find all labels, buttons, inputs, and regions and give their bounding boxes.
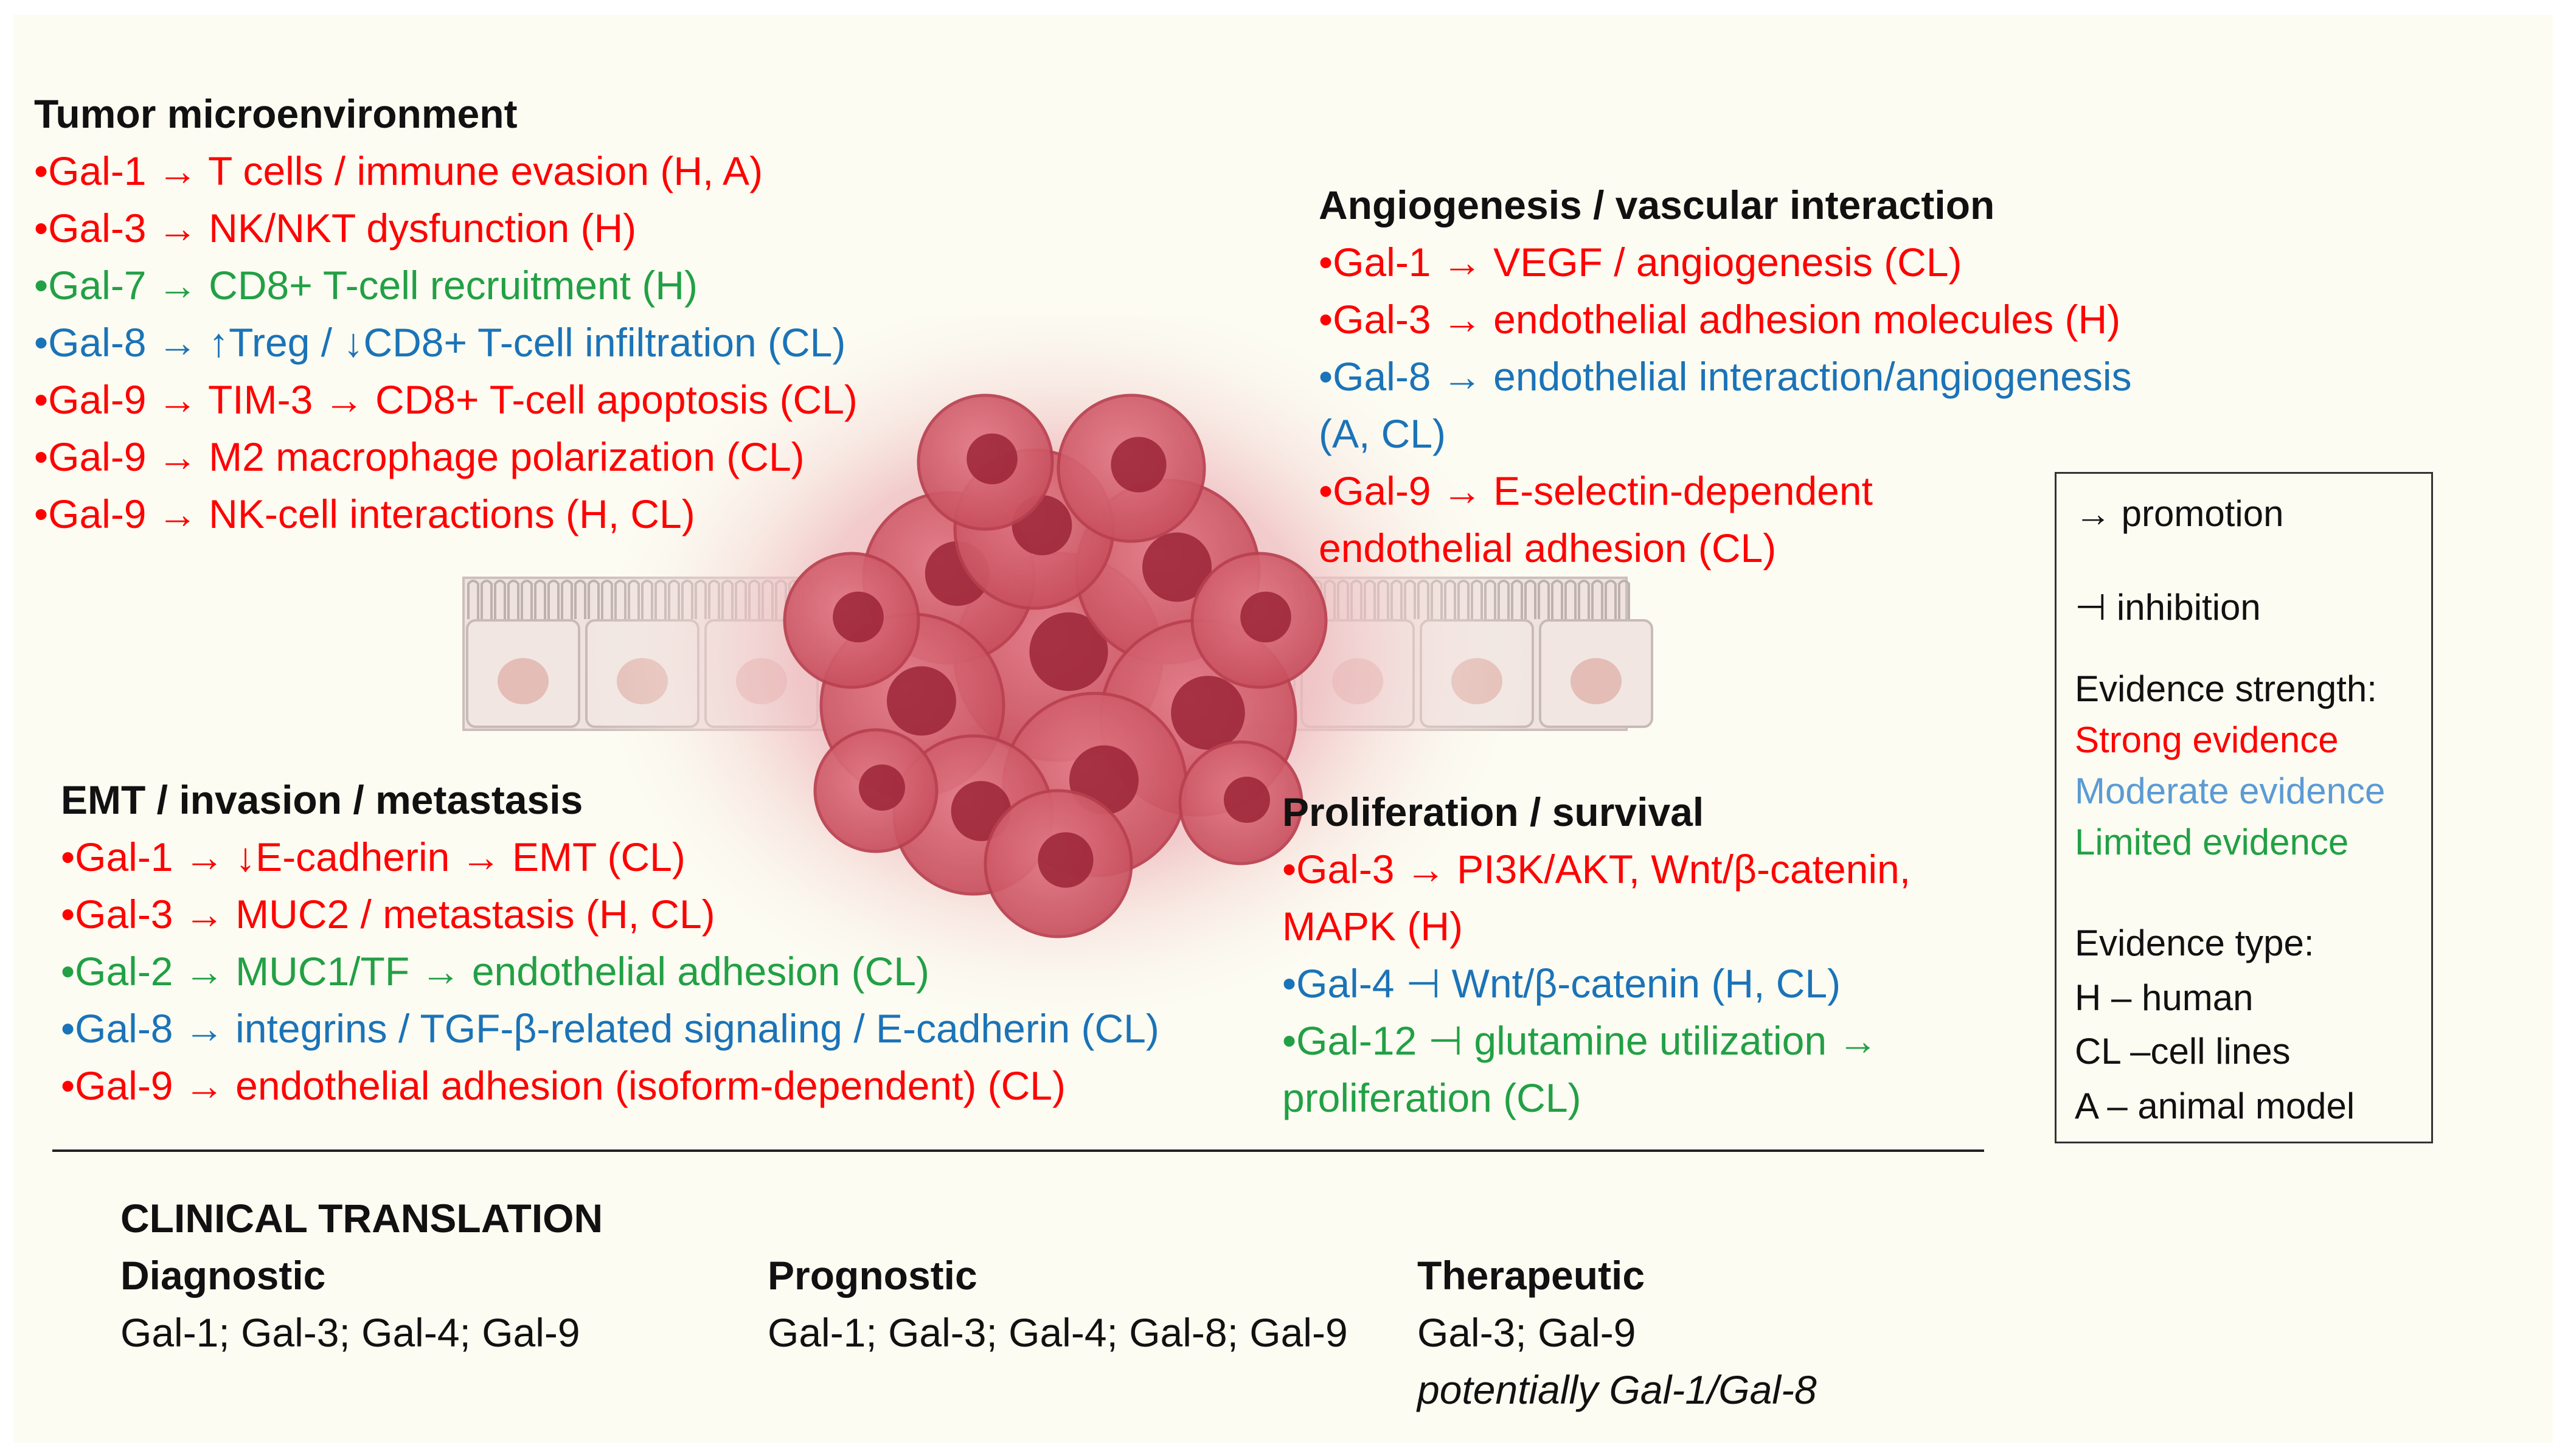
tumor-microenvironment-section: Tumor microenvironment •Gal-1 → T cells … <box>34 85 858 543</box>
tumor-microenvironment-item: •Gal-8 → ↑Treg / ↓CD8+ T-cell infiltrati… <box>34 320 846 365</box>
epithelial-nucleus <box>1571 658 1622 704</box>
microvillus <box>494 580 506 619</box>
microvillus <box>561 580 573 619</box>
tumor-cell-nucleus <box>1111 437 1167 493</box>
emt-item: •Gal-2 → MUC1/TF → endothelial adhesion … <box>61 949 929 994</box>
angiogenesis-item: •Gal-8 → endothelial interaction/angioge… <box>1319 354 2132 399</box>
therapeutic-value: Gal-3; Gal-9 <box>1417 1310 1636 1355</box>
microvillus <box>534 580 546 619</box>
microvillus <box>1618 580 1630 619</box>
tumor-microenvironment-item: •Gal-9 → M2 macrophage polarization (CL) <box>34 434 805 479</box>
legend-type-cell-lines: CL –cell lines <box>2075 1031 2291 1072</box>
proliferation-item: •Gal-12 ⊣ glutamine utilization → <box>1282 1018 1878 1063</box>
proliferation-item: •Gal-3 → PI3K/AKT, Wnt/β-catenin, <box>1282 847 1911 892</box>
section-divider <box>52 1149 1984 1152</box>
prognostic-column: Prognostic Gal-1; Gal-3; Gal-4; Gal-8; G… <box>768 1247 1348 1361</box>
microvillus <box>1578 580 1590 619</box>
tumor-cell-nucleus <box>1224 777 1270 823</box>
angiogenesis-item: •Gal-3 → endothelial adhesion molecules … <box>1319 297 2121 342</box>
prognostic-value: Gal-1; Gal-3; Gal-4; Gal-8; Gal-9 <box>768 1310 1348 1355</box>
tumor-illustration <box>462 316 1653 1034</box>
legend-evidence-type-title: Evidence type: <box>2075 923 2314 963</box>
clinical-translation-title: CLINICAL TRANSLATION <box>120 1196 603 1241</box>
tumor-cell-nucleus <box>859 764 905 811</box>
legend-type-animal: A – animal model <box>2075 1086 2355 1126</box>
therapeutic-label: Therapeutic <box>1417 1253 1645 1298</box>
tumor-cell-nucleus <box>1029 612 1108 692</box>
microvillus <box>521 580 533 619</box>
legend-moderate: Moderate evidence <box>2075 771 2386 811</box>
tumor-microenvironment-item: •Gal-7 → CD8+ T-cell recruitment (H) <box>34 263 698 308</box>
tumor-microenvironment-item: •Gal-9 → NK-cell interactions (H, CL) <box>34 491 695 536</box>
microvillus <box>1591 580 1603 619</box>
legend-type-human: H – human <box>2075 977 2254 1018</box>
microvillus <box>574 580 586 619</box>
tumor-cell-nucleus <box>1142 532 1212 602</box>
prognostic-label: Prognostic <box>768 1253 977 1298</box>
microvillus <box>481 580 493 619</box>
legend-box: → promotion ⊣ inhibition Evidence streng… <box>2055 472 2433 1143</box>
tumor-microenvironment-item: •Gal-3 → NK/NKT dysfunction (H) <box>34 206 637 251</box>
angiogenesis-section: Angiogenesis / vascular interaction •Gal… <box>1319 176 2132 577</box>
tumor-cell-nucleus <box>967 433 1018 485</box>
epithelial-nucleus <box>498 658 549 704</box>
proliferation-item: MAPK (H) <box>1282 904 1463 949</box>
therapeutic-column: Therapeutic Gal-3; Gal-9 potentially Gal… <box>1417 1247 1817 1418</box>
microvillus <box>1551 580 1563 619</box>
legend-evidence-strength-title: Evidence strength: <box>2075 668 2377 709</box>
emt-item: •Gal-3 → MUC2 / metastasis (H, CL) <box>61 892 715 937</box>
microvillus <box>547 580 560 619</box>
tumor-microenvironment-item: •Gal-9 → TIM-3 → CD8+ T-cell apoptosis (… <box>34 377 858 422</box>
emt-title: EMT / invasion / metastasis <box>61 777 583 822</box>
legend-inhibition: ⊣ inhibition <box>2075 587 2261 628</box>
angiogenesis-item: •Gal-1 → VEGF / angiogenesis (CL) <box>1319 240 1962 285</box>
angiogenesis-item: (A, CL) <box>1319 411 1446 456</box>
proliferation-section: Proliferation / survival •Gal-3 → PI3K/A… <box>1282 783 1911 1126</box>
angiogenesis-item: endothelial adhesion (CL) <box>1319 525 1777 570</box>
legend-strong: Strong evidence <box>2075 719 2339 760</box>
angiogenesis-item: •Gal-9 → E-selectin-dependent <box>1319 468 1873 513</box>
emt-section: EMT / invasion / metastasis •Gal-1 → ↓E-… <box>61 771 1159 1114</box>
diagnostic-label: Diagnostic <box>120 1253 326 1298</box>
tumor-cell-nucleus <box>1171 676 1245 750</box>
legend-limited: Limited evidence <box>2075 822 2349 862</box>
tumor-microenvironment-title: Tumor microenvironment <box>34 91 518 136</box>
microvillus <box>467 580 479 619</box>
diagnostic-value: Gal-1; Gal-3; Gal-4; Gal-9 <box>120 1310 580 1355</box>
proliferation-item: •Gal-4 ⊣ Wnt/β-catenin (H, CL) <box>1282 961 1841 1006</box>
proliferation-item: proliferation (CL) <box>1282 1075 1581 1120</box>
tumor-cell-nucleus <box>1240 591 1291 643</box>
tumor-cell-nucleus <box>833 591 884 643</box>
microvillus <box>1605 580 1617 619</box>
microvillus <box>1564 580 1577 619</box>
tumor-cell-nucleus <box>1038 832 1094 888</box>
tumor-cell-nucleus <box>887 666 956 736</box>
proliferation-title: Proliferation / survival <box>1282 789 1704 834</box>
legend-promotion: → promotion <box>2075 493 2284 534</box>
diagnostic-column: Diagnostic Gal-1; Gal-3; Gal-4; Gal-9 <box>120 1247 580 1361</box>
tumor-microenvironment-item: •Gal-1 → T cells / immune evasion (H, A) <box>34 148 763 193</box>
angiogenesis-title: Angiogenesis / vascular interaction <box>1319 182 1995 227</box>
therapeutic-note: potentially Gal-1/Gal-8 <box>1417 1367 1817 1412</box>
emt-item: •Gal-8 → integrins / TGF-β-related signa… <box>61 1006 1159 1051</box>
microvillus <box>1524 580 1536 619</box>
microvillus <box>507 580 519 619</box>
emt-item: •Gal-1 → ↓E-cadherin → EMT (CL) <box>61 834 686 879</box>
tumor-mass <box>783 393 1328 938</box>
microvillus <box>1538 580 1550 619</box>
emt-item: •Gal-9 → endothelial adhesion (isoform-d… <box>61 1063 1066 1108</box>
